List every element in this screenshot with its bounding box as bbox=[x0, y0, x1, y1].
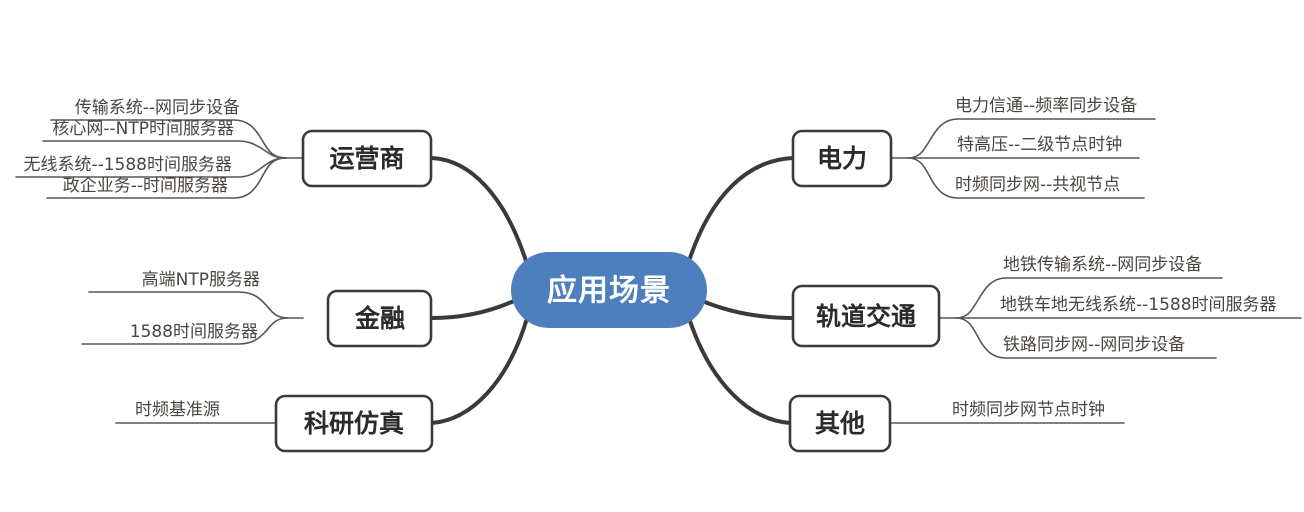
branch-connector-operator bbox=[430, 156, 529, 266]
branch-node-research-label: 科研仿真 bbox=[304, 409, 404, 438]
branch-node-rail-label: 轨道交通 bbox=[816, 302, 916, 331]
leaf-curve-power-2 bbox=[907, 157, 1145, 199]
branch-node-other-label: 其他 bbox=[815, 409, 865, 438]
leaf-connectors-operator bbox=[15, 119, 304, 199]
branch-node-finance-box bbox=[326, 289, 433, 348]
center-node-shape bbox=[511, 252, 707, 328]
branch-node-other-box bbox=[788, 394, 892, 453]
branch-node-power[interactable]: 电力 bbox=[791, 129, 893, 188]
leaf-label-power-1[interactable]: 特高压--二级节点时钟 bbox=[957, 135, 1122, 155]
branch-node-research-box bbox=[274, 394, 434, 453]
leaf-label-research-0[interactable]: 时频基准源 bbox=[135, 400, 220, 420]
branch-connector-rail bbox=[698, 298, 795, 320]
branch-connector-other bbox=[686, 313, 792, 425]
leaf-label-rail-1[interactable]: 地铁车地无线系统--1588时间服务器 bbox=[1000, 295, 1277, 315]
leaf-label-power-2[interactable]: 时频同步网--共视节点 bbox=[955, 175, 1120, 195]
branch-connector-research bbox=[430, 313, 530, 425]
leaf-labels-operator: 传输系统--网同步设备 核心网--NTP时间服务器 无线系统--1588时间服务… bbox=[23, 98, 240, 196]
leaf-curve-power-0 bbox=[907, 118, 1156, 159]
branch-node-operator-label: 运营商 bbox=[329, 144, 404, 173]
leaf-connectors-finance bbox=[81, 291, 304, 345]
branch-node-finance[interactable]: 金融 bbox=[326, 289, 433, 348]
branch-node-power-label: 电力 bbox=[817, 144, 867, 173]
branch-connector-power bbox=[686, 156, 795, 266]
leaf-label-rail-2[interactable]: 铁路同步网--网同步设备 bbox=[1003, 335, 1185, 355]
leaf-connectors-power bbox=[890, 118, 1156, 199]
leaf-label-power-0[interactable]: 电力信通--频率同步设备 bbox=[955, 96, 1137, 116]
leaf-connectors-rail bbox=[938, 277, 1302, 359]
leaf-label-operator-3[interactable]: 政企业务--时间服务器 bbox=[63, 176, 228, 196]
branch-node-research[interactable]: 科研仿真 bbox=[274, 394, 434, 453]
branch-node-rail[interactable]: 轨道交通 bbox=[791, 284, 941, 348]
leaf-curve-finance-0 bbox=[88, 291, 289, 319]
main-branch-connectors bbox=[430, 156, 795, 425]
leaf-label-finance-0[interactable]: 高端NTP服务器 bbox=[142, 270, 260, 290]
leaf-labels-finance: 高端NTP服务器 1588时间服务器 bbox=[130, 270, 260, 342]
branch-connector-finance bbox=[430, 298, 518, 320]
leaf-label-rail-0[interactable]: 地铁传输系统--网同步设备 bbox=[1003, 255, 1202, 275]
leaf-curve-operator-3 bbox=[46, 157, 287, 199]
leaf-label-operator-0[interactable]: 传输系统--网同步设备 bbox=[75, 98, 240, 118]
leaf-label-finance-1[interactable]: 1588时间服务器 bbox=[130, 322, 258, 342]
branch-node-other[interactable]: 其他 bbox=[788, 394, 892, 453]
leaf-curve-operator-1 bbox=[42, 140, 287, 159]
branch-node-operator[interactable]: 运营商 bbox=[301, 129, 433, 188]
leaf-labels-other: 时频同步网节点时钟 bbox=[952, 400, 1105, 420]
leaf-curve-rail-2 bbox=[955, 317, 1217, 359]
branch-node-rail-box bbox=[791, 284, 941, 348]
center-node[interactable]: 应用场景 bbox=[511, 252, 707, 328]
leaf-curve-finance-1 bbox=[81, 317, 289, 345]
leaf-curve-rail-0 bbox=[955, 277, 1223, 319]
branch-node-finance-label: 金融 bbox=[354, 304, 405, 333]
leaf-labels-rail: 地铁传输系统--网同步设备 地铁车地无线系统--1588时间服务器 铁路同步网-… bbox=[1000, 255, 1277, 355]
branch-node-operator-box bbox=[301, 129, 433, 188]
leaf-labels-power: 电力信通--频率同步设备 特高压--二级节点时钟 时频同步网--共视节点 bbox=[955, 96, 1137, 195]
leaf-labels-research: 时频基准源 bbox=[135, 400, 220, 420]
leaf-label-operator-1[interactable]: 核心网--NTP时间服务器 bbox=[52, 119, 234, 139]
leaf-label-operator-2[interactable]: 无线系统--1588时间服务器 bbox=[23, 155, 232, 175]
leaf-label-other-0[interactable]: 时频同步网节点时钟 bbox=[952, 400, 1105, 420]
center-node-label: 应用场景 bbox=[547, 274, 671, 309]
branch-node-power-box bbox=[791, 129, 893, 188]
